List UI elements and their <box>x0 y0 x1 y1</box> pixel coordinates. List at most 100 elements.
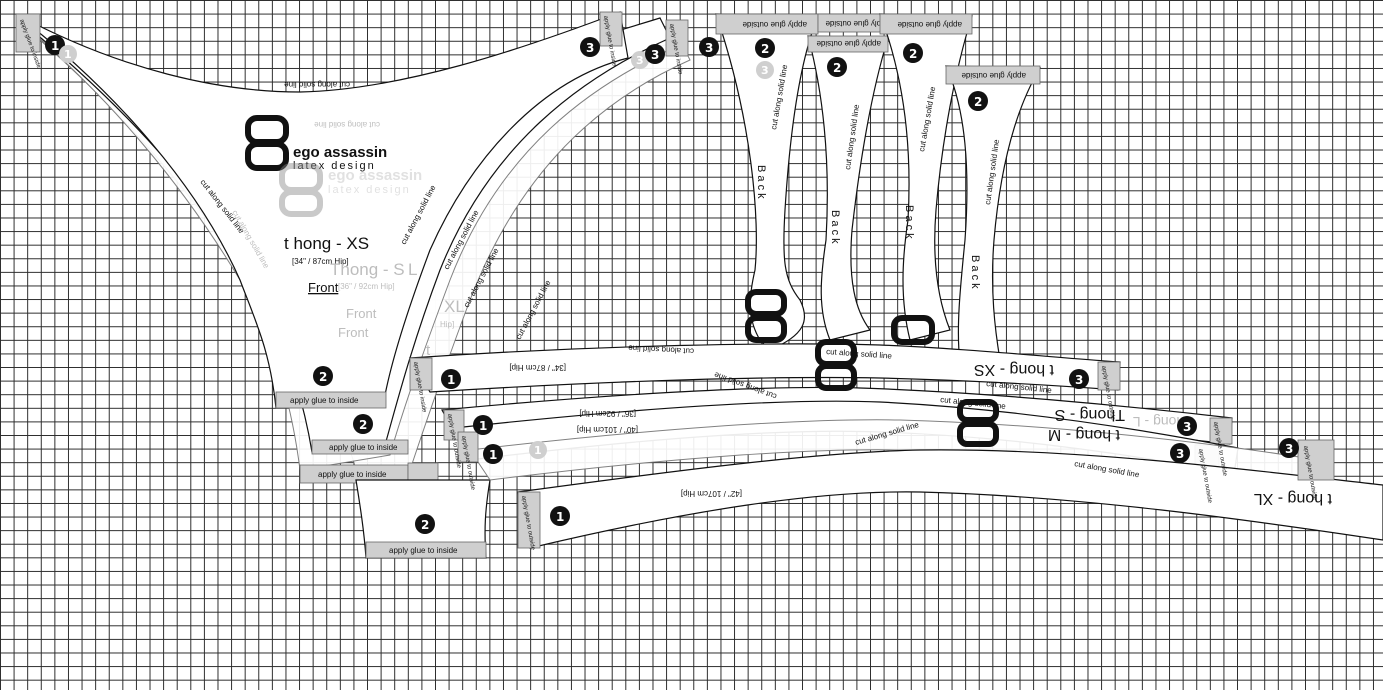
glue-strip-front-xs <box>275 391 387 409</box>
marker-2-back-3: 2 <box>903 43 923 63</box>
front-label-s: Front <box>346 306 377 321</box>
glue-tab-xs-left <box>409 357 433 391</box>
waist-hip-s: [36" / 92cm Hip] <box>579 409 636 418</box>
front-label: Front <box>308 280 339 295</box>
svg-text:2: 2 <box>359 418 367 432</box>
cut-label-front-right-4: cut along solid line <box>514 278 553 341</box>
svg-text:2: 2 <box>974 95 982 109</box>
svg-text:1: 1 <box>556 510 564 524</box>
size-label-xl-partial: XL <box>444 297 465 316</box>
marker-3-front-ghost: 3 <box>631 51 649 69</box>
glue-label-front-xl: apply glue to inside <box>389 546 458 555</box>
hip-label-s: [36" / 92cm Hip] <box>338 282 395 291</box>
back-piece-2 <box>807 35 889 341</box>
glue-tab-xs-right <box>1097 361 1121 391</box>
marker-3-strap-xs: 3 <box>1069 369 1089 389</box>
svg-text:3: 3 <box>761 64 769 77</box>
waist-size-m: t hong - M <box>1048 426 1120 443</box>
marker-2-front-xs: 2 <box>313 366 333 386</box>
svg-text:3: 3 <box>1176 447 1184 461</box>
svg-text:3: 3 <box>1183 420 1191 434</box>
size-label-s: Thong - S <box>330 260 405 279</box>
brand-name: ego assassin <box>293 144 387 161</box>
front-piece-xs <box>15 11 629 409</box>
glue-strip-front-l <box>407 462 439 482</box>
size-label-l-partial: L <box>408 260 417 279</box>
marker-2-back-4: 2 <box>968 91 988 111</box>
marker-3-strap-m: 3 <box>1170 443 1190 463</box>
marker-2-front-xl: 2 <box>415 514 435 534</box>
marker-1-strap-ghost: 1 <box>529 441 547 459</box>
glue-strip-front-s <box>311 439 409 455</box>
brand-logo-ghost: ego assassin latex design <box>279 163 422 217</box>
glue-strip-back-4 <box>945 65 1041 85</box>
back-piece-xl-group: apply glue outside <box>945 65 1042 363</box>
waist-size-s: Thong - S <box>1055 406 1125 423</box>
back-piece-3 <box>879 13 973 341</box>
marker-3-front-1: 3 <box>580 37 600 57</box>
marker-1-strap-xs: 1 <box>441 369 461 389</box>
svg-text:2: 2 <box>761 42 769 56</box>
marker-3-strap-xl: 3 <box>1279 438 1299 458</box>
svg-text:3: 3 <box>705 41 713 55</box>
glue-strip-front-xl <box>365 541 487 559</box>
waist-hip-xs: [34" / 87cm Hip] <box>509 363 566 372</box>
svg-text:2: 2 <box>833 61 841 75</box>
glue-tab-front-left <box>15 13 41 53</box>
hip-label-partial: Hip] <box>440 320 454 329</box>
svg-text:3: 3 <box>1075 373 1083 387</box>
glue-label-back-2: apply glue outside <box>816 39 881 48</box>
marker-1-front-ghost: 1 <box>59 45 77 63</box>
back-piece-1 <box>715 13 819 351</box>
back-piece-4 <box>945 65 1042 363</box>
svg-text:1: 1 <box>51 39 59 53</box>
brand-tagline-ghost: latex design <box>328 184 411 196</box>
glue-label-back-3: apply glue outside <box>897 20 962 29</box>
waist-hip-m: [40" / 101cm Hip] <box>577 425 638 434</box>
back-label-1: B a c k <box>755 165 767 199</box>
back-piece-s-group: apply glue outside apply glue outside <box>807 13 895 341</box>
glue-label-back-1: apply glue outside <box>742 20 807 29</box>
marker-3-back-ghost: 3 <box>756 61 774 79</box>
svg-text:2: 2 <box>319 370 327 384</box>
glue-tab-s-right <box>1209 417 1233 445</box>
glue-label-front-xs: apply glue to inside <box>290 396 359 405</box>
brand-logo: ego assassin latex design <box>245 115 387 172</box>
glue-tab-xl-right <box>1297 439 1335 481</box>
back-logo-3 <box>891 315 935 345</box>
size-label-xs: t hong - XS <box>284 234 369 253</box>
svg-text:1: 1 <box>64 48 72 61</box>
glue-tab-front-right-2 <box>665 19 689 57</box>
glue-strip-back-3 <box>879 13 973 35</box>
hip-label-xs: [34" / 87cm Hip] <box>292 257 349 266</box>
svg-text:1: 1 <box>479 419 487 433</box>
waist-strap-xl-group <box>517 439 1383 549</box>
marker-1-strap-m: 1 <box>483 444 503 464</box>
svg-text:2: 2 <box>421 518 429 532</box>
cut-label-top: cut along solid line <box>284 80 350 89</box>
svg-text:1: 1 <box>534 444 542 457</box>
back-logo-4 <box>957 399 999 447</box>
back-logo-1 <box>745 289 787 343</box>
back-label-4: B a c k <box>969 255 981 289</box>
marker-2-front-s: 2 <box>353 414 373 434</box>
marker-3-strap-s: 3 <box>1177 416 1197 436</box>
glue-tab-m-left <box>457 431 479 463</box>
cut-label-top-ghost: cut along solid line <box>314 120 380 129</box>
brand-name-ghost: ego assassin <box>328 167 422 184</box>
glue-label-back-2b: apply glue outside <box>825 19 890 28</box>
marker-2-back-1: 2 <box>755 38 775 58</box>
waist-strap-xs-group <box>408 343 1121 393</box>
waist-strap-xl <box>517 449 1383 549</box>
svg-text:1: 1 <box>447 373 455 387</box>
marker-1-strap-xl: 1 <box>550 506 570 526</box>
glue-tab-front-right-1 <box>599 11 623 47</box>
back-piece-m-group: apply glue outside <box>879 13 973 341</box>
cut-label-strap-1: cut along solid line <box>627 343 694 355</box>
waist-size-xl: t hong - XL <box>1254 490 1332 507</box>
marker-1-strap-s: 1 <box>473 415 493 435</box>
waist-hip-xl: [42" / 107cm Hip] <box>681 489 742 498</box>
glue-strip-back-2 <box>807 35 889 53</box>
back-label-2: B a c k <box>829 210 841 244</box>
